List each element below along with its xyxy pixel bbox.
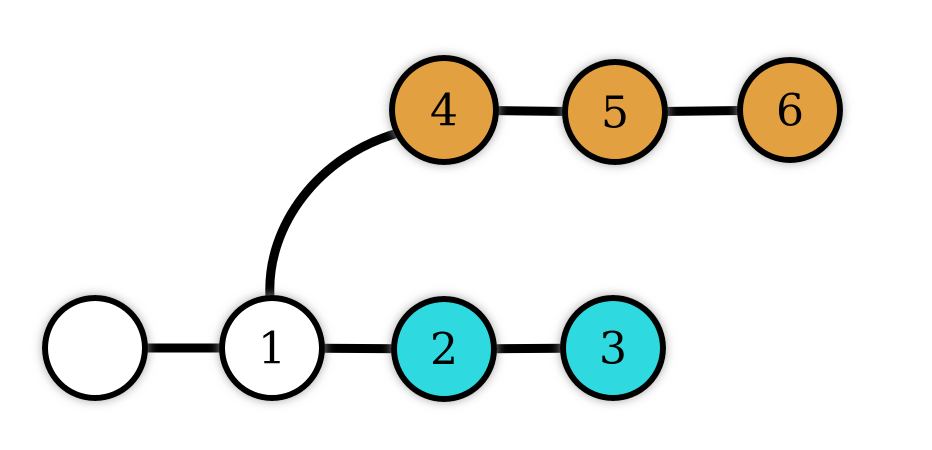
graph-node-6[interactable]: 6 [737,57,843,163]
edge-1-to-4-curved [265,128,400,298]
edge-5-to-6 [662,106,743,116]
node-circle-root[interactable] [42,295,148,401]
node-circle-6[interactable] [737,57,843,163]
edge-4-to-5 [493,106,568,116]
node-circle-3[interactable] [560,295,666,401]
graph-node-3[interactable]: 3 [560,295,666,401]
edges-layer [143,106,743,354]
node-circle-4[interactable] [389,55,499,165]
node-circle-2[interactable] [391,296,497,402]
graph-node-5[interactable]: 5 [562,59,668,165]
node-circle-1[interactable] [219,295,325,401]
graph-node-root[interactable] [42,295,148,401]
node-circle-5[interactable] [562,59,668,165]
graph-node-1[interactable]: 1 [219,295,325,401]
graph-node-4[interactable]: 4 [389,55,499,165]
graph-node-2[interactable]: 2 [391,296,497,402]
